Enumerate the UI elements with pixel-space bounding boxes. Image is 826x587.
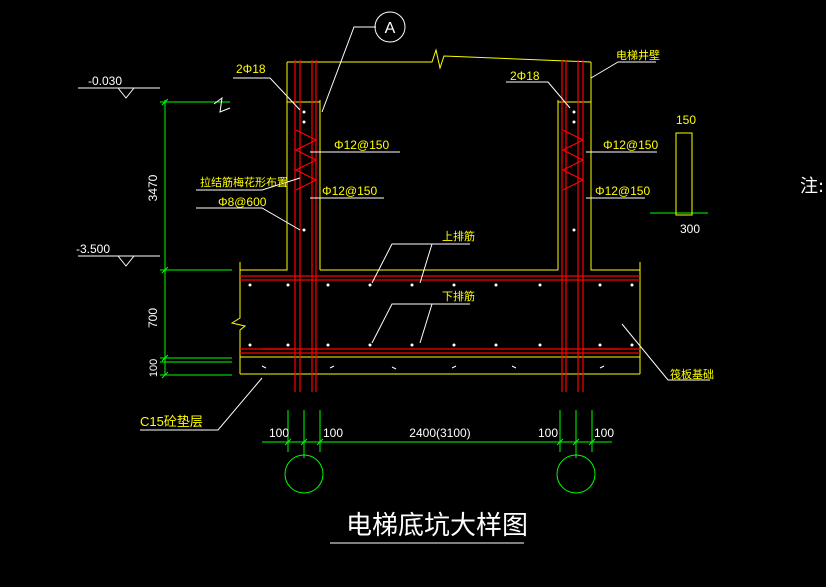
label-horiz-left: Φ12@150 — [334, 138, 389, 152]
label-2phi18-right: 2Φ18 — [510, 69, 540, 83]
vertical-dimension-lines — [160, 98, 232, 379]
label-bedding: C15砼垫层 — [140, 414, 203, 429]
drawing-title: 电梯底坑大样图 — [346, 511, 528, 541]
section-dim-top: 150 — [676, 113, 696, 127]
bedding-hatch — [261, 365, 605, 370]
label-2phi18-left: 2Φ18 — [236, 62, 266, 76]
dim-span: 2400(3100) — [409, 426, 470, 440]
rebar-dots — [248, 110, 634, 347]
label-raft: 筏板基础 — [670, 367, 714, 381]
dim-wall-height: 3470 — [146, 174, 160, 201]
leader-lines — [78, 11, 710, 544]
pit-structure-outline — [230, 48, 693, 375]
level-bottom: -3.500 — [76, 242, 110, 256]
label-elevator-wall: 电梯井壁 — [616, 48, 660, 62]
axis-bubble-label: A — [385, 20, 396, 37]
label-tie-note: 拉结筋梅花形布置 — [200, 175, 288, 189]
grid-bubble-left — [284, 454, 324, 494]
dim-right-a: 100 — [538, 426, 558, 440]
dim-bedding: 100 — [148, 359, 160, 377]
label-tie-spec: Φ8@600 — [218, 195, 267, 209]
note-label: 注: — [800, 176, 824, 197]
dim-right-b: 100 — [594, 426, 614, 440]
level-top: -0.030 — [88, 74, 122, 88]
horizontal-dimension-lines — [262, 212, 708, 494]
dim-left-b: 100 — [323, 426, 343, 440]
label-upper-bar: 上排筋 — [442, 229, 475, 243]
label-lower-bar: 下排筋 — [442, 289, 475, 303]
section-dim-bottom: 300 — [680, 222, 700, 236]
dim-slab: 700 — [146, 308, 160, 328]
label-vert-right: Φ12@150 — [595, 184, 650, 198]
label-horiz-right: Φ12@150 — [603, 138, 658, 152]
rebar-lines — [240, 60, 640, 392]
label-vert-left: Φ12@150 — [322, 184, 377, 198]
grid-bubble-right — [556, 454, 596, 494]
dim-left-a: 100 — [269, 426, 289, 440]
